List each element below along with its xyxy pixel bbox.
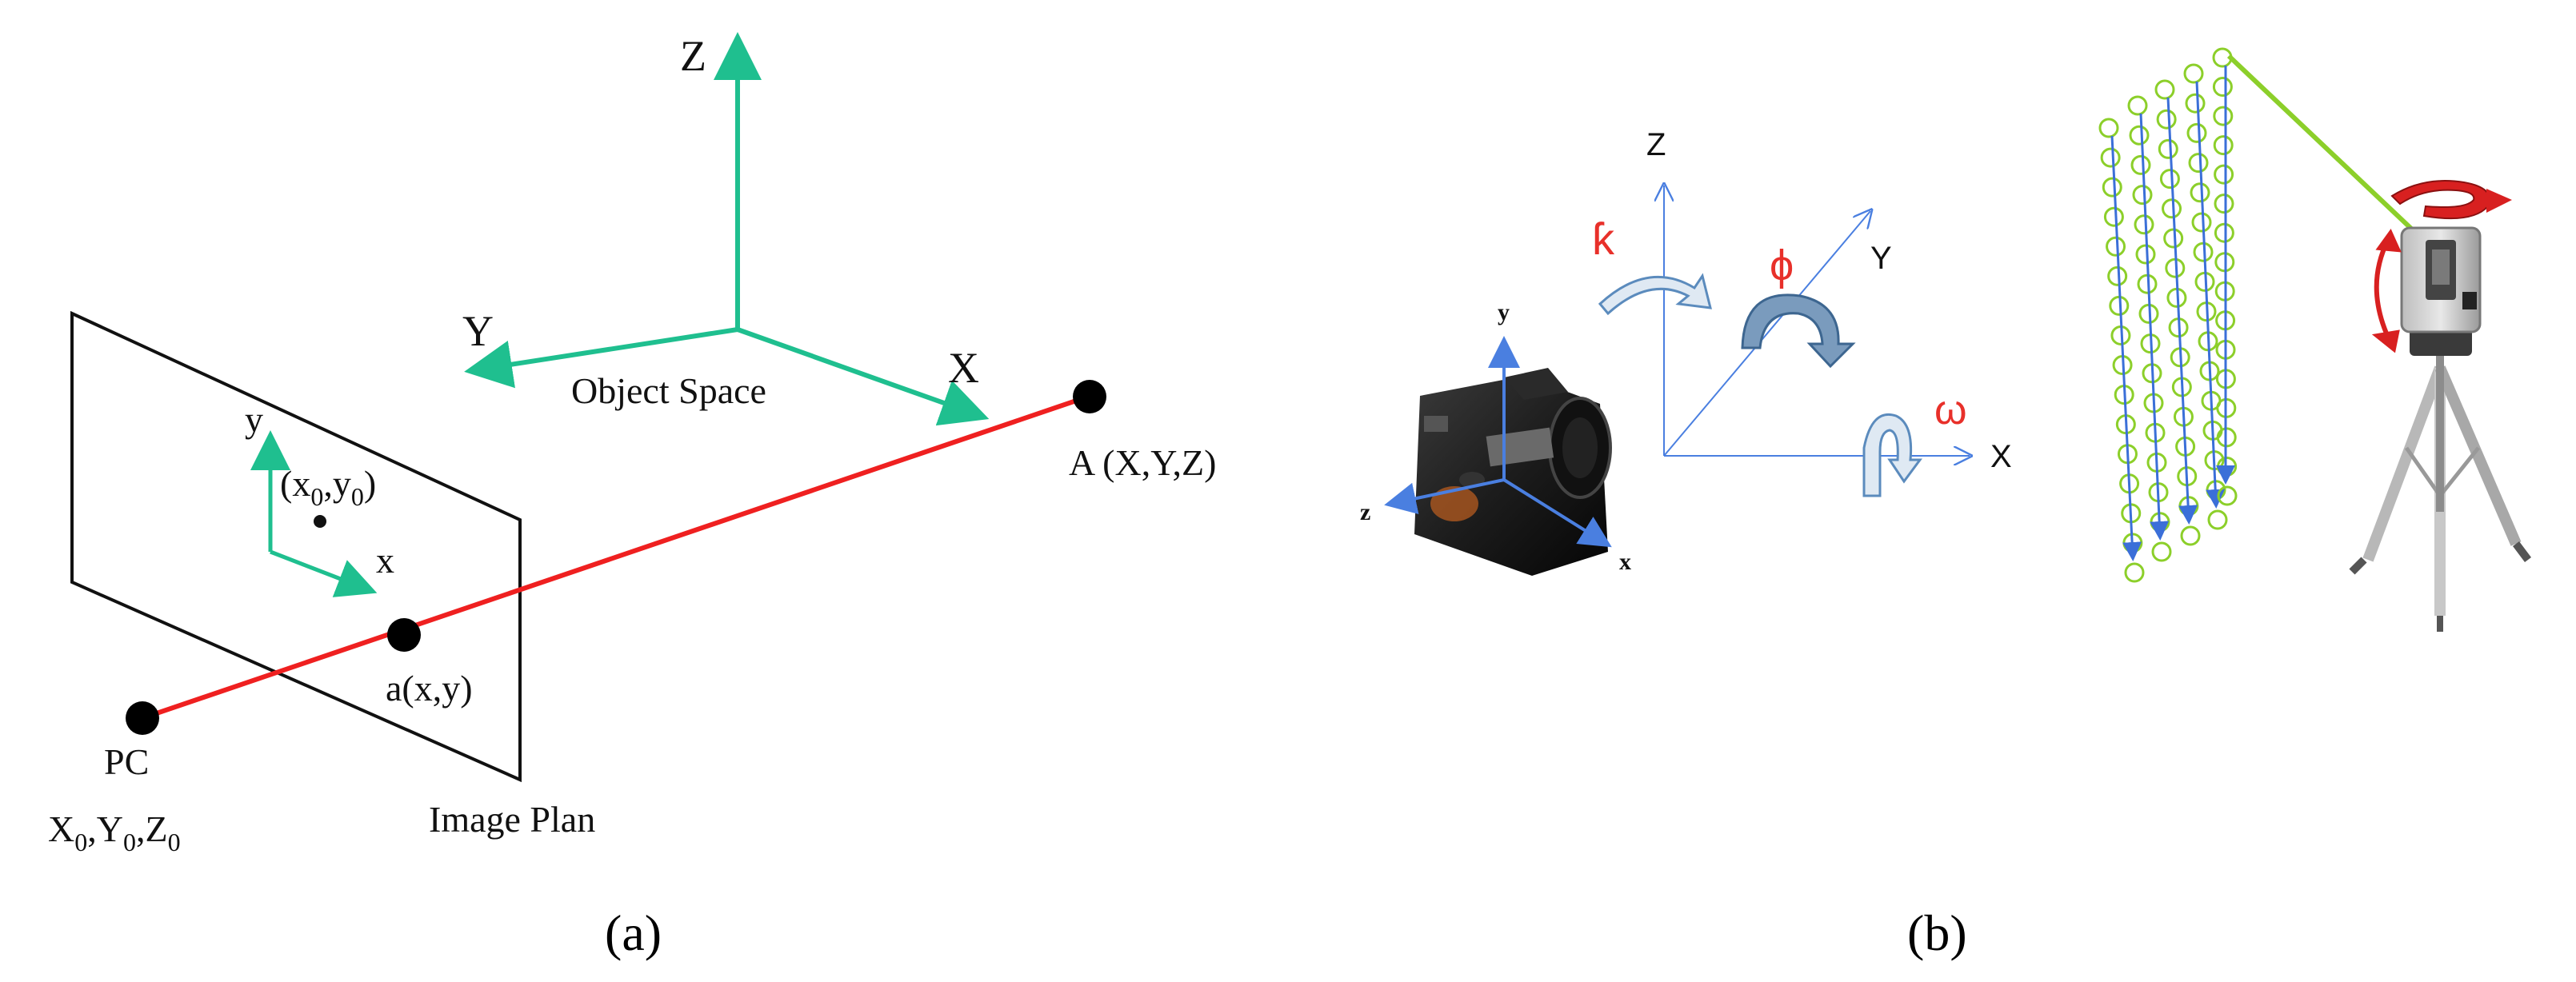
- scan-point: [2191, 184, 2209, 202]
- scan-point: [2126, 564, 2143, 581]
- pc-coordinates: X0,Y0,Z0: [48, 808, 181, 856]
- scan-point: [2134, 186, 2151, 204]
- scan-line: [2197, 82, 2216, 504]
- object-y-label: Y: [462, 307, 494, 355]
- scan-point: [2103, 178, 2121, 196]
- scan-point: [2161, 170, 2178, 188]
- scan-point: [2185, 65, 2202, 82]
- scan-point: [2132, 156, 2150, 174]
- scan-point: [2153, 543, 2170, 561]
- point-a: [387, 618, 421, 652]
- scan-point: [2188, 124, 2206, 142]
- laser-beam: [2229, 56, 2438, 254]
- kappa-label: ƙ: [1592, 214, 1615, 264]
- scan-point: [2109, 267, 2126, 285]
- point-A-label: A (X,Y,Z): [1069, 442, 1216, 483]
- object-x-label: X: [948, 344, 979, 392]
- scan-line: [2141, 114, 2160, 536]
- scan-point: [2165, 230, 2182, 247]
- pc-label: PC: [104, 741, 149, 782]
- image-plane-label: Image Plan: [429, 799, 595, 840]
- scan-point: [2130, 126, 2148, 144]
- scan-point: [2107, 238, 2125, 255]
- scan-point: [2182, 527, 2199, 545]
- camera-x-label: x: [1619, 549, 1631, 575]
- scan-point: [2215, 224, 2233, 242]
- image-x-label: x: [376, 540, 394, 581]
- phi-label: ϕ: [1770, 242, 1794, 289]
- object-space-axes: [474, 42, 980, 416]
- world-y-label: Y: [1870, 241, 1892, 276]
- scan-line: [2168, 98, 2189, 520]
- scan-point: [2158, 110, 2175, 128]
- scan-point: [2209, 511, 2226, 529]
- vertical-rotation-arrow-icon: [2377, 234, 2398, 349]
- scan-point: [2156, 81, 2174, 98]
- camera-y-label: y: [1498, 299, 1510, 325]
- panel-b: y z x Z Y X ƙ ϕ ω: [1360, 49, 2528, 961]
- scan-point: [2193, 214, 2210, 231]
- scan-point: [2215, 166, 2233, 183]
- scan-point: [2102, 149, 2119, 166]
- camera-image: [1414, 368, 1610, 576]
- world-x-label: X: [1990, 439, 2012, 474]
- scan-point: [2100, 119, 2118, 137]
- scan-line: [2112, 136, 2133, 557]
- scan-point: [2214, 137, 2232, 154]
- panel-a-label: (a): [605, 904, 662, 961]
- scan-point: [2214, 78, 2231, 96]
- scan-point: [2163, 200, 2181, 218]
- image-y-label: y: [245, 399, 263, 440]
- point-PC: [126, 701, 159, 735]
- world-z-label: Z: [1646, 127, 1666, 162]
- camera-z-label: z: [1360, 499, 1370, 525]
- kappa-rotation-arrow-icon: [1600, 276, 1710, 313]
- principal-point: [314, 515, 326, 528]
- omega-label: ω: [1934, 387, 1967, 433]
- scan-point: [2215, 195, 2233, 213]
- scan-point: [2129, 97, 2146, 114]
- scan-point: [2186, 94, 2204, 112]
- point-a-label: a(x,y): [386, 668, 473, 709]
- scan-point: [2135, 216, 2153, 234]
- point-A: [1073, 380, 1106, 413]
- scan-point: [2214, 107, 2232, 125]
- scan-point: [2137, 246, 2154, 263]
- horizontal-rotation-arrow-icon: [2392, 181, 2512, 218]
- panel-b-label: (b): [1907, 904, 1967, 961]
- scan-point: [2190, 154, 2207, 172]
- object-z-label: Z: [680, 32, 706, 80]
- scan-pattern: [2100, 49, 2236, 581]
- panel-a: Z Y X Object Space y x (x0,y0) A (X,Y,Z)…: [48, 32, 1216, 961]
- phi-rotation-arrow-icon: [1742, 295, 1853, 366]
- scan-point: [2159, 140, 2177, 158]
- object-space-title: Object Space: [571, 370, 766, 411]
- scan-point: [2105, 208, 2122, 226]
